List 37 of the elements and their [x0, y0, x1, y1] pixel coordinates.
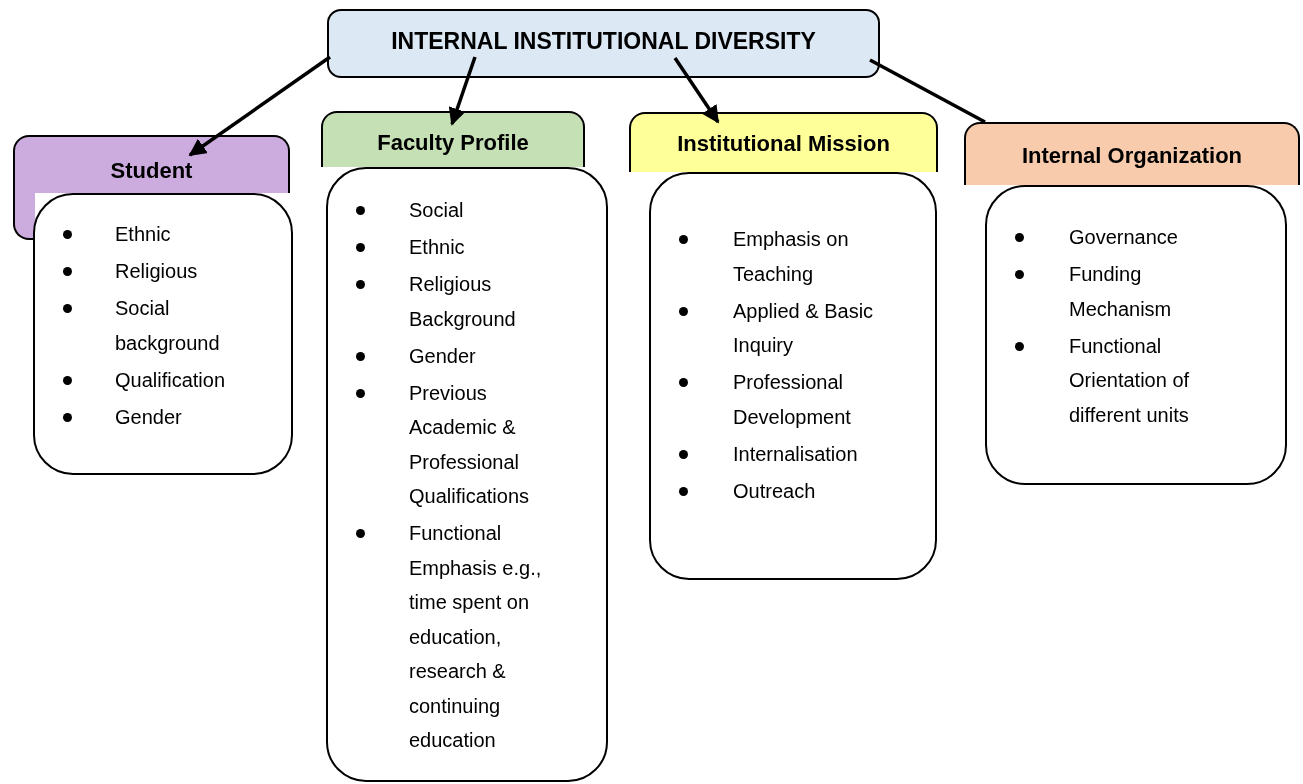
list-item: Religious — [115, 259, 199, 284]
category-heading: Institutional Mission — [677, 131, 890, 156]
arrow — [188, 55, 331, 157]
list-card — [649, 172, 937, 580]
list-item: Social — [409, 198, 465, 223]
category-heading: Internal Organization — [1022, 143, 1242, 168]
list-item: Governance — [1069, 225, 1179, 250]
connector-line — [869, 58, 986, 124]
list-item: Functional Emphasis e.g., time spent on education, research & continuing education — [409, 521, 543, 753]
title-box — [327, 9, 880, 78]
list-card — [33, 193, 293, 475]
list-item: Gender — [409, 343, 477, 369]
list-item: Previous Academic & Professional Qualifications — [409, 380, 531, 509]
category-header-box — [321, 111, 585, 167]
list-card — [326, 167, 608, 782]
arrow — [673, 57, 720, 124]
list-item: Ethnic — [409, 235, 466, 260]
list-card — [985, 185, 1287, 485]
list-item: Emphasis on Teaching — [733, 227, 850, 287]
arrow — [448, 56, 477, 126]
list-item: Ethnic — [115, 222, 172, 247]
node-heading: INTERNAL INSTITUTIONAL DIVERSITY — [391, 28, 816, 54]
list-item: Qualification — [115, 367, 227, 393]
category-header-box — [964, 122, 1300, 185]
list-item: Outreach — [733, 478, 817, 504]
list-item: Gender — [115, 404, 183, 430]
list-item: Social background — [115, 296, 221, 356]
list-item: Professional Development — [733, 370, 852, 430]
list-item: Internalisation — [733, 441, 859, 467]
list-item: Religious Background — [409, 272, 517, 332]
list-item: Funding Mechanism — [1069, 262, 1173, 322]
list-item: Applied & Basic Inquiry — [733, 298, 875, 358]
category-heading: Student — [110, 158, 193, 183]
category-header-box — [629, 112, 938, 172]
list-item: Functional Orientation of different units — [1069, 333, 1191, 428]
category-heading: Faculty Profile — [377, 130, 529, 155]
category-header-box — [13, 135, 290, 193]
